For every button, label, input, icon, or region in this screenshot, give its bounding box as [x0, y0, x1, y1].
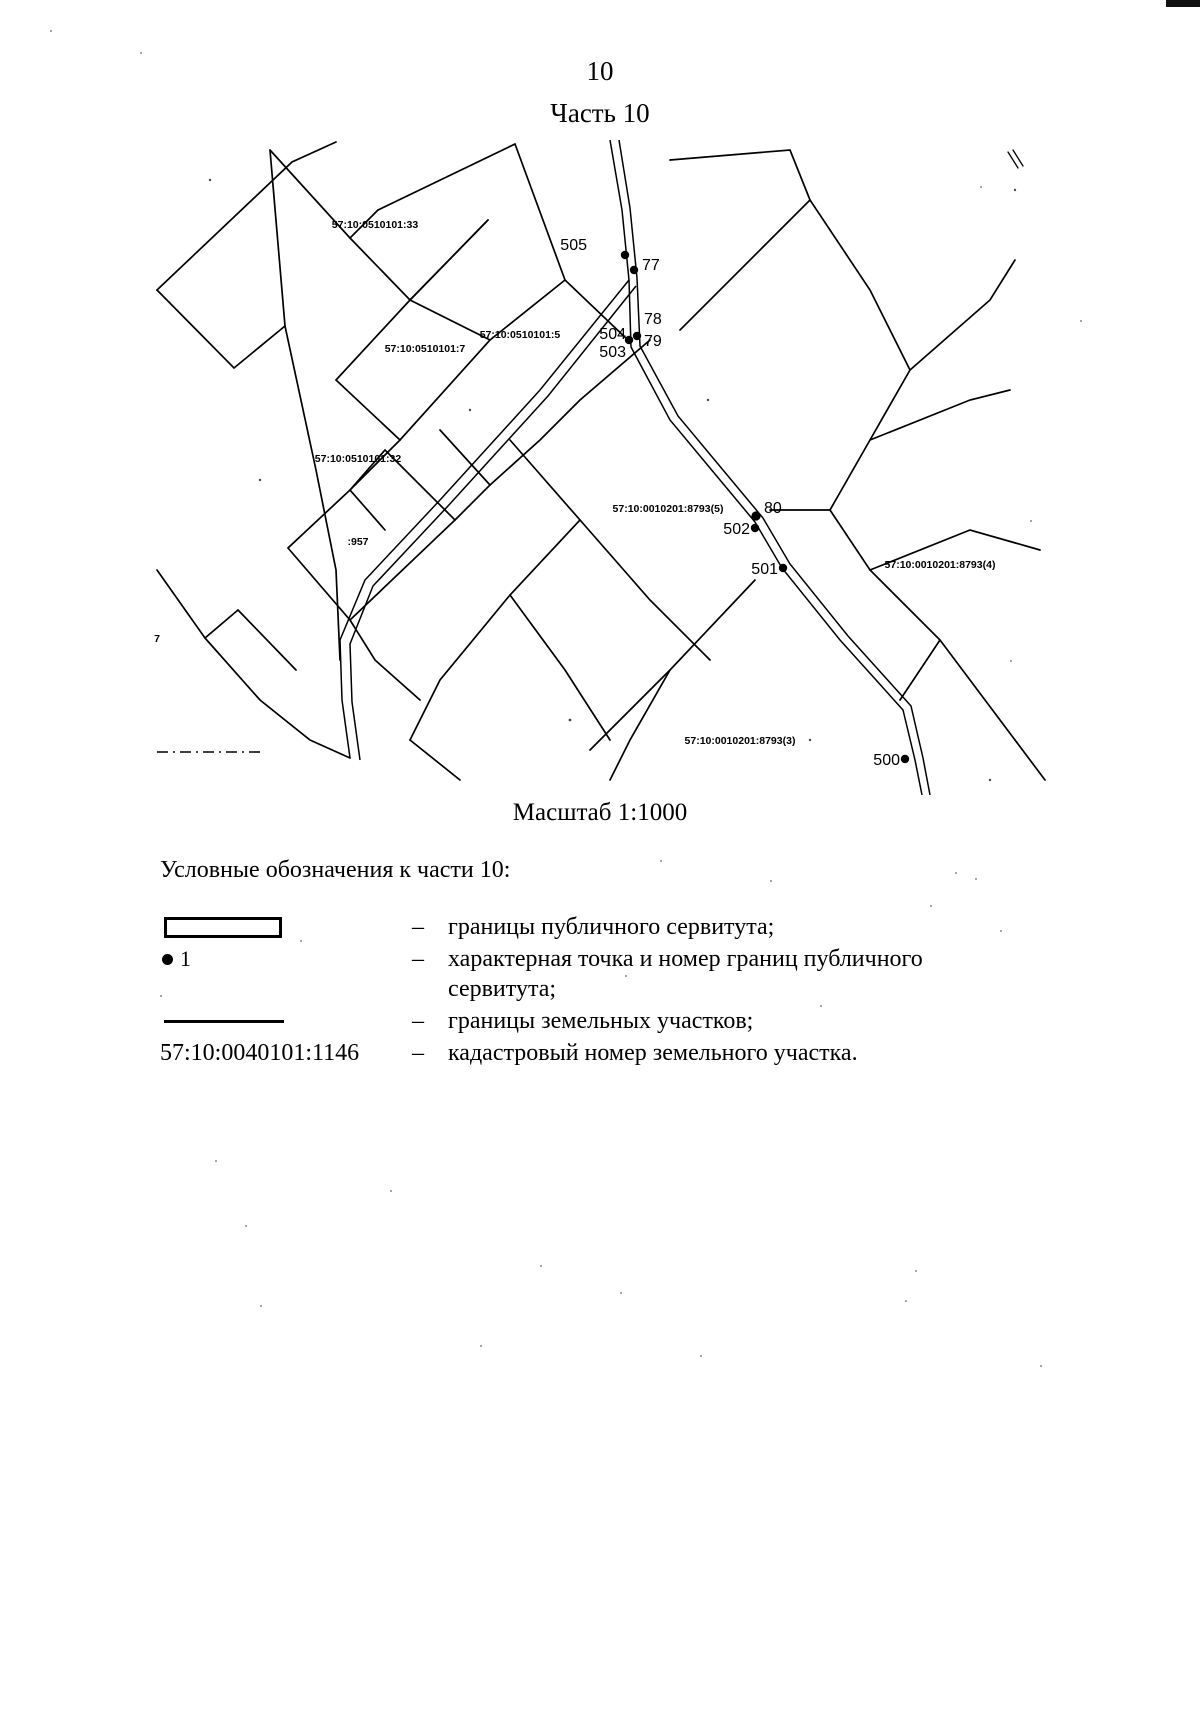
scan-speck — [980, 186, 982, 188]
characteristic-point-marker — [632, 331, 642, 341]
legend-table: – границы публичного сервитута; 1 – хара… — [160, 912, 960, 1070]
legend-symbol-servitude-boundary — [160, 912, 412, 942]
cad-label: 57:10:0510101:7 — [385, 343, 466, 355]
legend-dash: – — [412, 1040, 424, 1066]
map-scale-caption: Масштаб 1:1000 — [512, 799, 688, 826]
legend-dash: – — [412, 914, 424, 940]
parcel-boundaries — [156, 141, 1046, 781]
scan-speck — [540, 1265, 542, 1267]
page-number: 10 — [586, 56, 614, 86]
characteristic-point-marker — [750, 523, 760, 533]
cadastral-number-sample: 57:10:0040101:1146 — [160, 1040, 360, 1066]
cad-label: 57:10:0510101:32 — [315, 453, 402, 465]
characteristic-point-marker — [751, 511, 761, 521]
scan-speck — [1000, 930, 1002, 932]
characteristic-point-marker — [778, 563, 788, 573]
scan-speck — [140, 52, 142, 54]
characteristic-point-label: 502 — [723, 521, 750, 538]
scan-speck — [215, 1160, 217, 1162]
scan-speck — [930, 905, 932, 907]
cad-label: 57:10:0010201:8793(5) — [613, 503, 724, 515]
scan-speck — [700, 1355, 702, 1357]
cad-label: 57:10:0010201:8793(3) — [685, 735, 796, 747]
scan-speck — [915, 1270, 917, 1272]
cadastral-map: 57:10:0510101:33 57:10:0510101:7 57:10:0… — [110, 140, 1090, 800]
scan-speck — [620, 1292, 622, 1294]
legend-row-characteristic-point: 1 – характерная точка и номер границ пуб… — [160, 944, 960, 1004]
cad-label: 57:10:0510101:33 — [332, 219, 419, 231]
cadastral-number-labels: 57:10:0510101:33 57:10:0510101:7 57:10:0… — [154, 219, 995, 747]
legend-description: границы публичного сервитута; — [448, 914, 775, 940]
scan-speck — [390, 1190, 392, 1192]
scan-speck — [1080, 320, 1082, 322]
characteristic-point-sample-number: 1 — [180, 946, 191, 971]
legend-description: характерная точка и номер границ публичн… — [448, 946, 923, 1002]
cad-label: 57:10:0510101:5 — [480, 329, 561, 341]
servitude-boundary-icon — [164, 916, 282, 938]
characteristic-point-label: 504 — [599, 326, 626, 343]
characteristic-point-label: 503 — [599, 344, 626, 361]
legend-row-servitude-boundary: – границы публичного сервитута; — [160, 912, 960, 942]
cad-label: 57:10:0010201:8793(4) — [885, 559, 996, 571]
scan-speck — [1010, 660, 1012, 662]
legend-symbol-parcel-boundary — [160, 1006, 412, 1036]
scan-speck — [905, 1300, 907, 1302]
characteristic-point-label: 501 — [751, 561, 778, 578]
characteristic-point-label: 77 — [642, 257, 660, 274]
characteristic-points: 505 77 78 79 504 503 80 502 501 500 — [560, 237, 910, 769]
page-title: Часть 10 — [550, 98, 650, 128]
characteristic-point-label: 505 — [560, 237, 587, 254]
scan-artifact-top-right — [1166, 0, 1200, 7]
legend-description: кадастровый номер земельного участка. — [448, 1040, 858, 1066]
scan-speck — [1030, 520, 1032, 522]
scan-speck — [770, 880, 772, 882]
scan-speckles — [208, 178, 1017, 782]
characteristic-point-marker — [620, 250, 630, 260]
parcel-boundary-icon — [164, 1019, 284, 1023]
legend-row-parcel-boundary: – границы земельных участков; — [160, 1006, 960, 1036]
scan-speck — [820, 1005, 822, 1007]
scan-speck — [480, 1345, 482, 1347]
scan-speck — [955, 872, 957, 874]
legend-description: границы земельных участков; — [448, 1008, 754, 1034]
characteristic-point-label: 500 — [873, 752, 900, 769]
legend-heading: Условные обозначения к части 10: — [160, 857, 511, 883]
map-drawing: 57:10:0510101:33 57:10:0510101:7 57:10:0… — [154, 140, 1046, 796]
legend-row-cadastral-number: 57:10:0040101:1146 – кадастровый номер з… — [160, 1038, 960, 1068]
scan-speck — [160, 995, 162, 997]
scan-speck — [975, 878, 977, 880]
scan-speck — [300, 940, 302, 942]
scan-speck — [625, 975, 627, 977]
scan-speck — [660, 860, 662, 862]
scan-speck — [245, 1225, 247, 1227]
public-servitude-corridor — [339, 140, 931, 796]
cad-label: :957 — [347, 536, 368, 548]
characteristic-point-marker — [900, 754, 910, 764]
scan-speck — [260, 1305, 262, 1307]
legend-symbol-characteristic-point: 1 — [160, 944, 412, 974]
legend-dash: – — [412, 1008, 424, 1034]
characteristic-point-label: 80 — [764, 500, 782, 517]
cad-label: 7 — [154, 633, 160, 645]
characteristic-point-marker — [629, 265, 639, 275]
scan-tick-artifact — [1007, 149, 1024, 169]
characteristic-point-label: 78 — [644, 311, 662, 328]
scan-speck — [50, 30, 52, 32]
legend-symbol-cadastral-number: 57:10:0040101:1146 — [160, 1038, 412, 1068]
characteristic-point-label: 79 — [644, 333, 662, 350]
characteristic-point-icon — [162, 953, 173, 965]
legend-dash: – — [412, 946, 424, 972]
characteristic-point-marker — [624, 335, 634, 345]
scan-speck — [1040, 1365, 1042, 1367]
